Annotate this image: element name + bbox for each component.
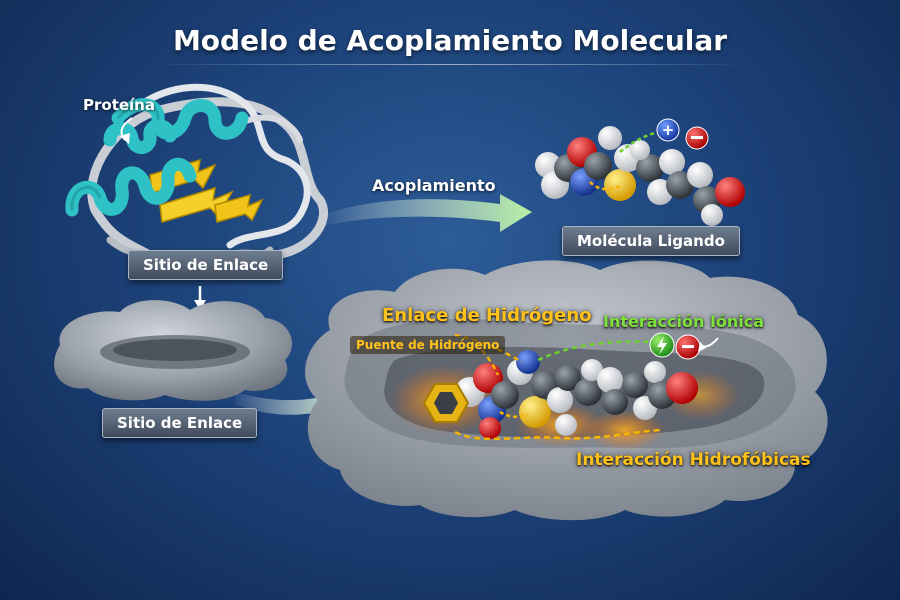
- plus-charge-icon: +: [656, 118, 680, 142]
- hbond-bridge-label: Puente de Hidrógeno: [350, 336, 506, 354]
- svg-text:+: +: [662, 121, 675, 139]
- ionic-pointer-head: [698, 342, 706, 352]
- ligand-hbond-line: [589, 181, 621, 191]
- docked-ligand: [455, 350, 698, 439]
- minus-charge-icon: [685, 126, 709, 150]
- ligand-molecule: [535, 126, 745, 226]
- site-to-complex-arrow: [235, 384, 352, 422]
- binding-site-label-mid: Sitio de Enlace: [102, 408, 258, 438]
- ligand-label: Molécula Ligando: [562, 226, 740, 256]
- hbond-title-label: Enlace de Hidrógeno: [382, 305, 592, 326]
- page-title: Modelo de Acoplamiento Molecular: [172, 24, 728, 57]
- ionic-line-complex: [537, 340, 651, 362]
- binding-site-label-top: Sitio de Enlace: [128, 250, 284, 280]
- hydrophobic-line: [454, 428, 661, 441]
- hydrophobic-label: Interacción Hidrofóbicas: [576, 450, 811, 470]
- ionic-minus-charge-icon: [675, 334, 701, 360]
- docking-arrow: [315, 194, 532, 232]
- hbond-line-bottom: [499, 410, 529, 418]
- title-divider: [150, 64, 750, 65]
- ionic-plus-charge-icon: [649, 332, 675, 358]
- protein-pointer-head: [120, 133, 130, 144]
- protein-ribbon: [65, 83, 328, 271]
- docking-label: Acoplamiento: [372, 176, 496, 195]
- binding-site-cloud-small: [54, 300, 293, 401]
- benzene-ring-icon: [422, 383, 470, 423]
- protein-label: Proteína: [83, 96, 155, 114]
- ionic-label: Interacción Iónica: [603, 312, 765, 331]
- arrow-down-head: [194, 300, 206, 310]
